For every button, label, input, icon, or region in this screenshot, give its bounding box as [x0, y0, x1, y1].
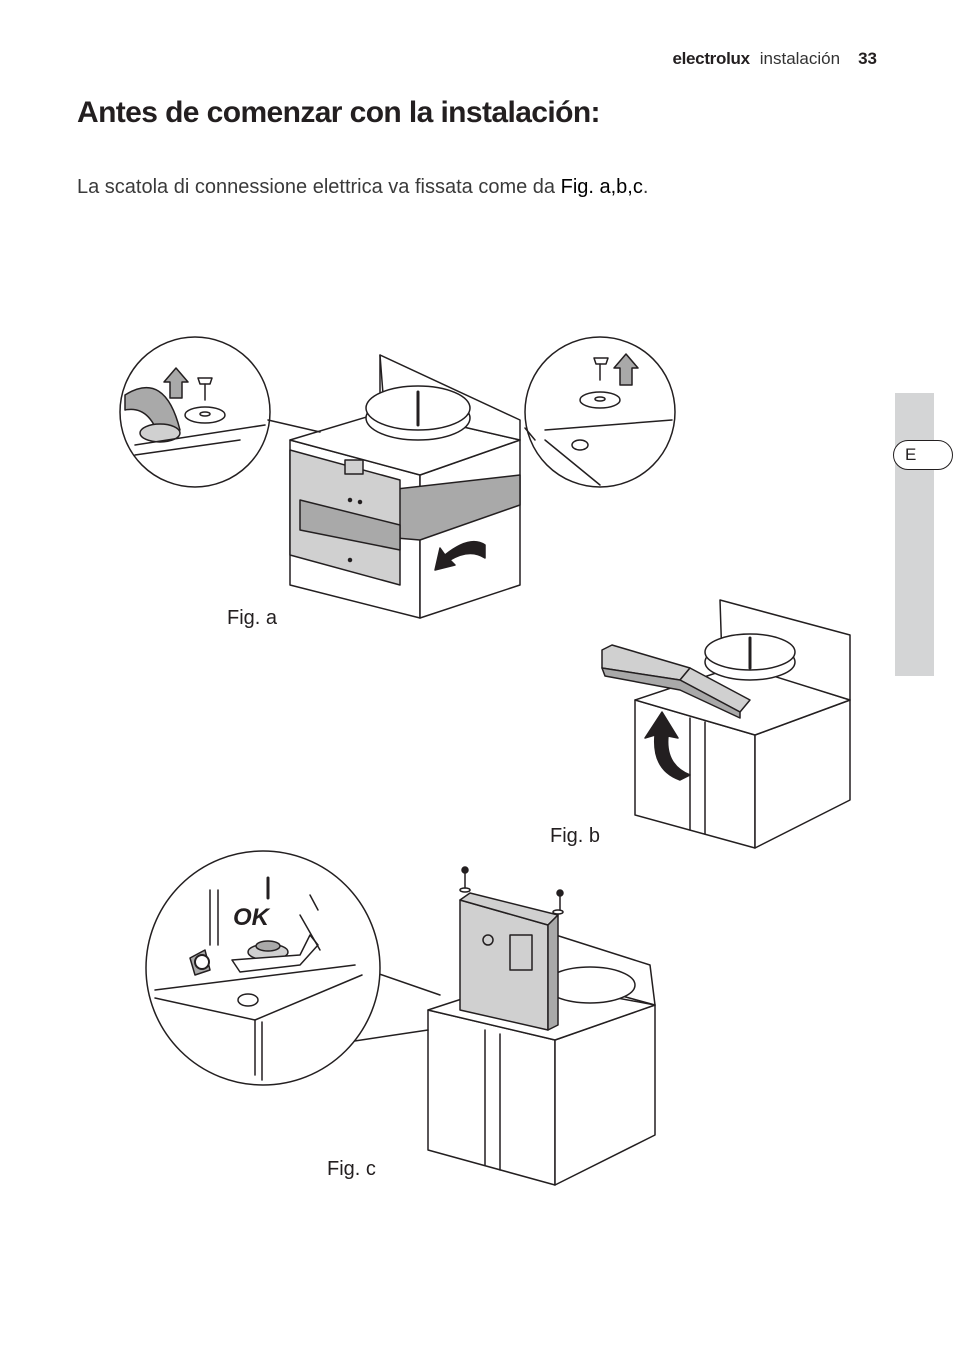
- figure-reference: Fig. a,b,c: [560, 176, 643, 198]
- intro-end: .: [642, 176, 649, 198]
- intro-text: La scatola di connessione elettrica va f…: [77, 176, 561, 198]
- language-badge: [893, 440, 953, 470]
- page-title: Antes de comenzar con la instalación:: [77, 96, 601, 129]
- figure-b-label: Fig. b: [550, 825, 601, 847]
- figure-a-drawing: [119, 336, 676, 619]
- language-letter: E: [905, 445, 917, 464]
- figure-c-drawing: [145, 850, 656, 1186]
- page-number: 33: [858, 49, 877, 68]
- brand-name: electrolux: [672, 49, 750, 68]
- section-name: instalación: [759, 49, 841, 68]
- intro-paragraph: La scatola di connessione elettrica va f…: [77, 176, 648, 199]
- figure-b-drawing: [601, 599, 851, 849]
- figure-a-label: Fig. a: [227, 607, 278, 629]
- page-header: electrolux instalación 33: [672, 49, 877, 69]
- ok-callout: OK: [233, 904, 271, 931]
- figure-c-label: Fig. c: [327, 1158, 376, 1180]
